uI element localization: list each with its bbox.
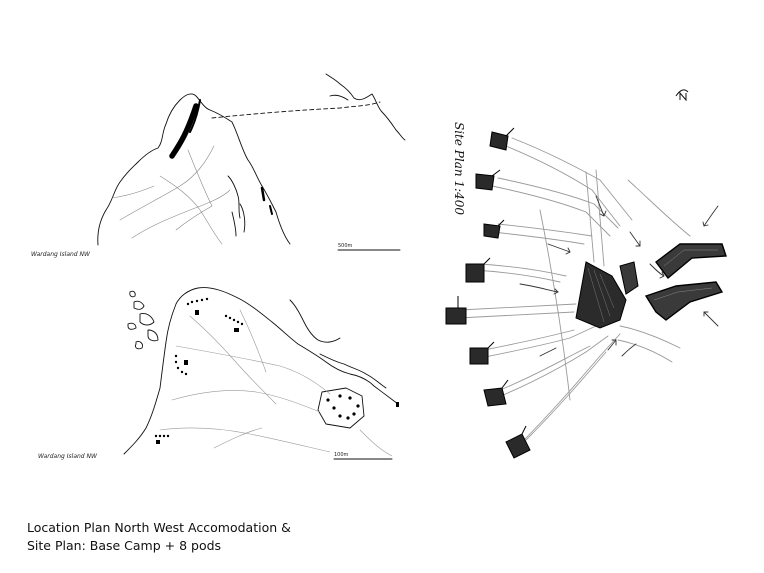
caption-line-1: Location Plan North West Accomodation & bbox=[27, 520, 291, 535]
reef-shading bbox=[169, 103, 199, 159]
flow-arrows bbox=[519, 195, 719, 357]
pod bbox=[469, 341, 495, 365]
island-coastline bbox=[319, 353, 387, 389]
scale-label-bottom: 100m bbox=[334, 452, 349, 458]
site-plan-title: Site Plan 1:400 bbox=[452, 122, 466, 215]
reef-shading-thin bbox=[189, 99, 201, 133]
location-plan-bottom bbox=[123, 287, 399, 460]
pod bbox=[483, 379, 509, 407]
north-arrow-icon bbox=[675, 89, 689, 102]
pod-markers bbox=[154, 297, 399, 444]
scale-label-top: 500m bbox=[338, 243, 353, 249]
pod bbox=[505, 425, 531, 459]
chevron-building-north bbox=[655, 243, 727, 280]
figure-caption: Location Plan North West Accomodation & … bbox=[27, 519, 291, 555]
offshore-islet bbox=[227, 175, 241, 219]
offshore-islet bbox=[133, 300, 145, 310]
pod bbox=[465, 257, 491, 283]
location-plan-top-label: Wardang Island NW bbox=[31, 251, 91, 258]
base-camp-boundary bbox=[317, 387, 365, 429]
offshore-islet bbox=[239, 203, 246, 233]
offshore-islet bbox=[129, 290, 136, 298]
offshore-islet bbox=[135, 341, 143, 350]
offshore-islet bbox=[127, 322, 137, 330]
connection-dashed-line bbox=[211, 101, 381, 119]
chevron-building-south bbox=[644, 281, 724, 321]
island-coastline bbox=[289, 299, 341, 343]
location-plan-bottom-label: Wardang Island NW bbox=[38, 453, 98, 460]
rock bbox=[269, 205, 273, 215]
caption-line-2: Site Plan: Base Camp + 8 pods bbox=[27, 538, 222, 553]
inland-tracks bbox=[159, 309, 393, 457]
offshore-islet bbox=[147, 329, 159, 342]
inland-tracks bbox=[111, 145, 231, 245]
location-plan-top bbox=[97, 73, 406, 251]
pods bbox=[445, 127, 531, 459]
site-access-paths bbox=[457, 137, 691, 445]
mainland-coast bbox=[329, 94, 349, 101]
mainland-coast bbox=[325, 73, 406, 141]
pod bbox=[445, 296, 467, 325]
pod bbox=[489, 127, 515, 151]
base-camp-building bbox=[575, 261, 639, 329]
offshore-islet bbox=[231, 211, 237, 237]
offshore-islet bbox=[139, 313, 155, 326]
island-coastline bbox=[123, 287, 399, 455]
pod bbox=[475, 169, 501, 191]
island-coastline bbox=[97, 93, 291, 246]
rock bbox=[260, 186, 266, 202]
pod bbox=[483, 219, 505, 239]
